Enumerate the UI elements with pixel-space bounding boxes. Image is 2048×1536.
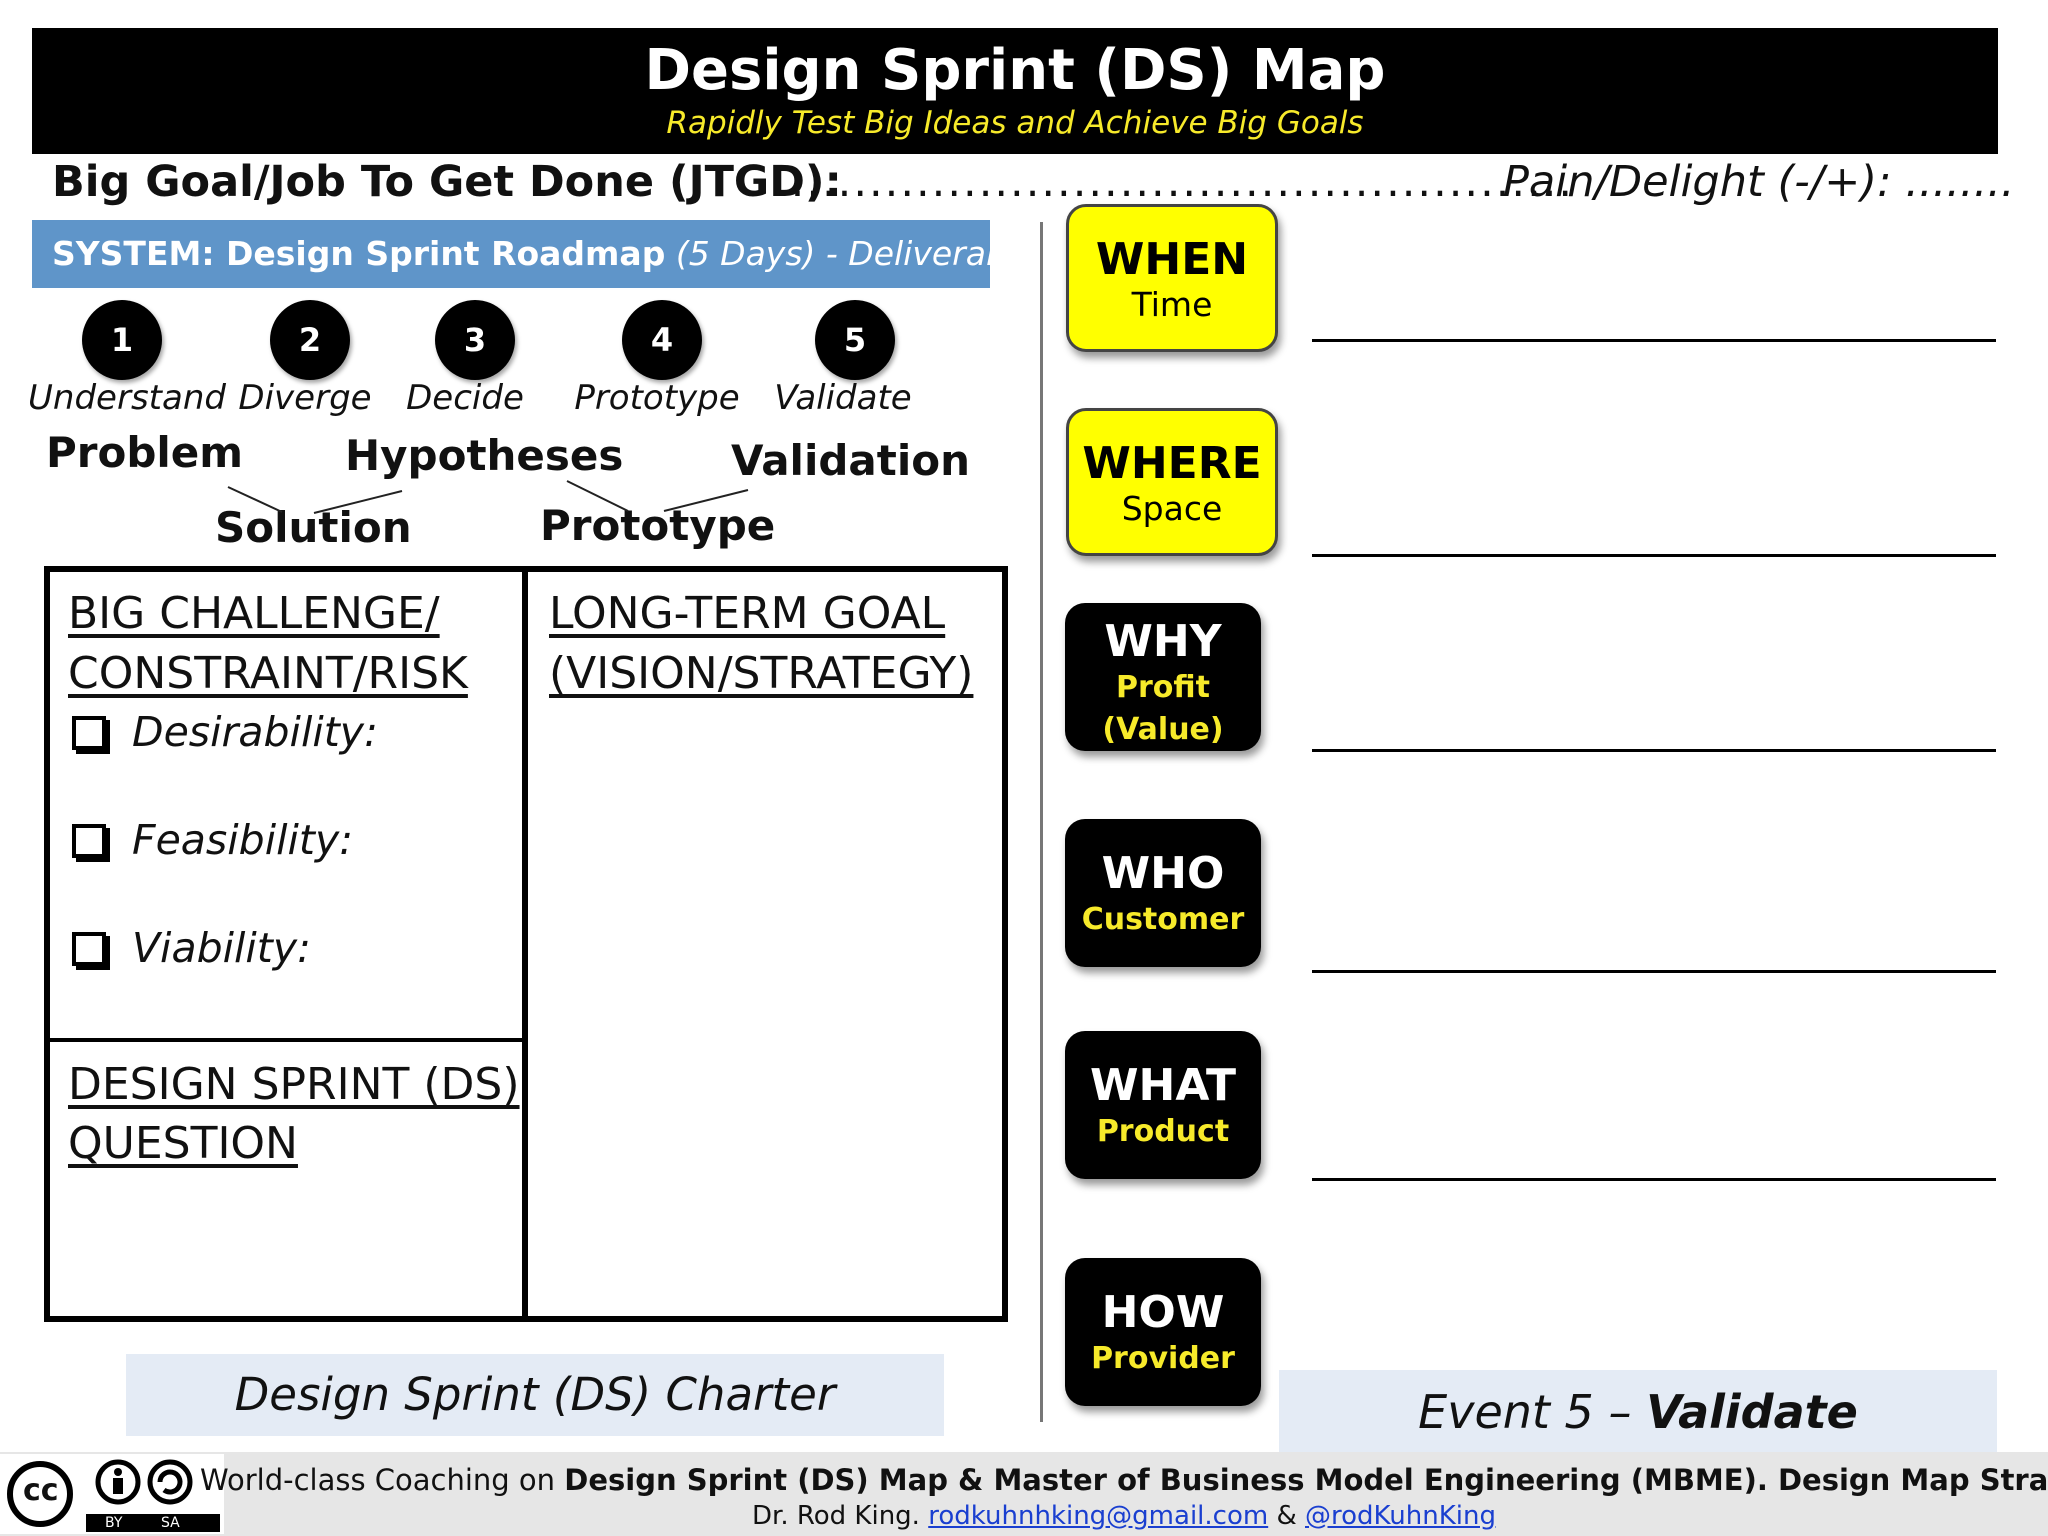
step-4-circle: 4: [622, 300, 702, 380]
page-subtitle: Rapidly Test Big Ideas and Achieve Big G…: [666, 105, 1364, 141]
header-bar: Design Sprint (DS) Map Rapidly Test Big …: [32, 28, 1998, 154]
long-term-goal-heading-line2: (VISION/STRATEGY): [549, 648, 974, 699]
system-roadmap-label: SYSTEM: Design Sprint Roadmap (5 Days) -…: [52, 234, 1054, 274]
long-term-goal-heading-line1: LONG-TERM GOAL: [549, 588, 946, 639]
footer-contact-line: Dr. Rod King. rodkuhnhking@gmail.com & @…: [0, 1500, 2048, 1532]
when-box[interactable]: WHEN Time: [1066, 204, 1278, 352]
cc-license-badge[interactable]: cc BY SA: [0, 1454, 224, 1534]
how-title: HOW: [1101, 1287, 1225, 1338]
phase-solution: Solution: [215, 503, 412, 552]
what-title: WHAT: [1089, 1060, 1236, 1111]
how-subtitle: Provider: [1091, 1341, 1235, 1376]
where-subtitle: Space: [1121, 489, 1223, 528]
big-goal-blank[interactable]: ........................................…: [775, 157, 1575, 207]
column-divider: [1040, 222, 1043, 1422]
who-title: WHO: [1101, 848, 1225, 899]
system-roadmap-bar: SYSTEM: Design Sprint Roadmap (5 Days) -…: [32, 220, 1054, 288]
why-answer-line[interactable]: [1312, 749, 1996, 752]
where-title: WHERE: [1082, 438, 1262, 489]
how-box[interactable]: HOW Provider: [1065, 1258, 1261, 1406]
system-roadmap-title: SYSTEM: Design Sprint Roadmap: [52, 234, 666, 273]
big-goal-label: Big Goal/Job To Get Done (JTGD):: [52, 157, 842, 207]
email-link[interactable]: rodkuhnhking@gmail.com: [928, 1501, 1269, 1531]
when-subtitle: Time: [1131, 285, 1213, 324]
twitter-handle-link[interactable]: @rodKuhnKing: [1305, 1501, 1496, 1531]
viability-checkbox[interactable]: [72, 932, 106, 966]
phase-connector-lines: [227, 480, 749, 514]
cc-text: cc: [23, 1473, 59, 1508]
phase-problem: Problem: [46, 428, 244, 477]
big-challenge-heading-line1: BIG CHALLENGE/: [68, 588, 440, 639]
charter-divider-vertical: [522, 566, 528, 1322]
footer: cc BY SA World-class Coaching on Design …: [0, 1452, 2048, 1536]
phase-hypotheses: Hypotheses: [345, 431, 624, 480]
system-roadmap-subtitle: (5 Days) - Deliverables: [665, 234, 1054, 273]
event-caption-text: Event 5 – Validate: [1279, 1370, 1997, 1454]
event-caption-bold: Validate: [1646, 1385, 1858, 1439]
pain-delight-label[interactable]: Pain/Delight (-/+): ........: [1503, 157, 2015, 207]
step-2-circle: 2: [270, 300, 350, 380]
footer-credit-line: World-class Coaching on Design Sprint (D…: [0, 1462, 2048, 1498]
feasibility-label: Feasibility:: [132, 816, 354, 864]
phase-validation: Validation: [731, 436, 970, 485]
what-box[interactable]: WHAT Product: [1065, 1031, 1261, 1179]
charter-divider-horizontal: [44, 1038, 528, 1042]
when-answer-line[interactable]: [1312, 339, 1996, 342]
step-2-label: Diverge: [238, 378, 372, 418]
charter-caption-text: Design Sprint (DS) Charter: [234, 1368, 836, 1421]
why-subtitle-value: (Value): [1102, 712, 1224, 747]
why-title: WHY: [1104, 616, 1222, 667]
step-1-circle: 1: [82, 300, 162, 380]
footer-amp: &: [1268, 1501, 1305, 1531]
ds-question-heading-line2: QUESTION: [68, 1118, 298, 1169]
footer-credit-prefix: World-class Coaching on: [200, 1463, 565, 1497]
why-box[interactable]: WHY Profit (Value): [1065, 603, 1261, 751]
why-subtitle: Profit: [1116, 670, 1210, 705]
what-subtitle: Product: [1096, 1114, 1230, 1149]
footer-credit-bold: Design Sprint (DS) Map & Master of Busin…: [564, 1463, 2048, 1497]
when-title: WHEN: [1095, 234, 1249, 285]
cc-icon: [7, 1461, 73, 1527]
sa-text: SA: [161, 1515, 180, 1531]
page-title: Design Sprint (DS) Map: [644, 38, 1386, 103]
where-answer-line[interactable]: [1312, 554, 1996, 557]
step-3-label: Decide: [406, 378, 524, 418]
step-3-circle: 3: [435, 300, 515, 380]
step-4-label: Prototype: [574, 378, 740, 418]
viability-label: Viability:: [132, 924, 311, 972]
share-alike-icon: [147, 1459, 193, 1505]
what-answer-line[interactable]: [1312, 1178, 1996, 1181]
event-caption-prefix: Event 5 –: [1418, 1385, 1647, 1439]
big-challenge-heading-line2: CONSTRAINT/RISK: [68, 648, 468, 699]
step-5-circle: 5: [815, 300, 895, 380]
event-caption: Event 5 – Validate: [1279, 1370, 1997, 1454]
where-box[interactable]: WHERE Space: [1066, 408, 1278, 556]
desirability-checkbox[interactable]: [72, 716, 106, 750]
footer-author: Dr. Rod King.: [752, 1501, 929, 1531]
phase-prototype: Prototype: [540, 501, 776, 550]
feasibility-checkbox[interactable]: [72, 824, 106, 858]
who-box[interactable]: WHO Customer: [1065, 819, 1261, 967]
charter-caption: Design Sprint (DS) Charter: [126, 1354, 944, 1436]
step-5-label: Validate: [774, 378, 912, 418]
ds-question-heading-line1: DESIGN SPRINT (DS): [68, 1059, 520, 1110]
who-subtitle: Customer: [1081, 902, 1245, 937]
desirability-label: Desirability:: [132, 708, 378, 756]
who-answer-line[interactable]: [1312, 970, 1996, 973]
step-1-label: Understand: [28, 378, 226, 418]
by-text: BY: [105, 1515, 123, 1531]
